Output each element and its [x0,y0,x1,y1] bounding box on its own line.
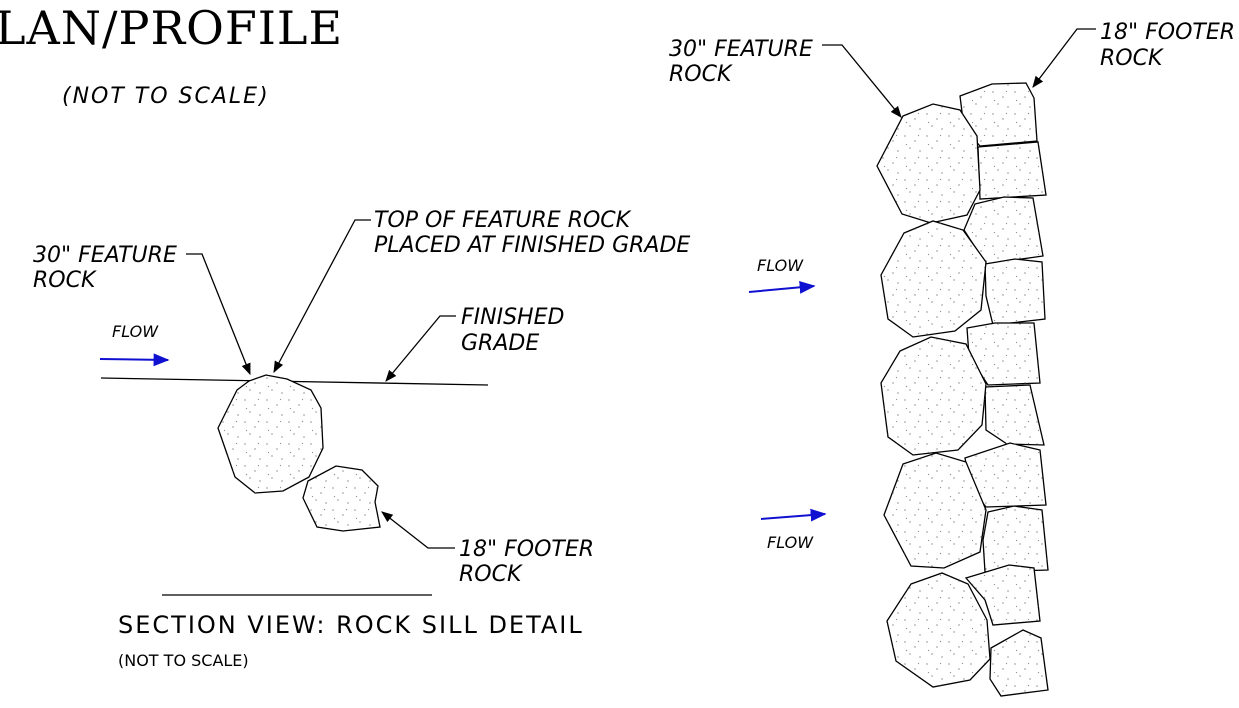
section-grade-leader [385,315,456,382]
section-grade-label-line2: GRADE [461,331,539,356]
section-feature-rock-label-line2: ROCK [33,268,97,293]
plan-flow-arrow-top [748,280,816,294]
section-flow-label: FLOW [112,322,159,341]
section-view: 30" FEATURE ROCK TOP OF FEATURE ROCK PLA… [33,208,690,670]
section-top-label-line2: PLACED AT FINISHED GRADE [374,233,690,258]
section-top-leader [273,219,371,374]
plan-feature-rock-label-line1: 30" FEATURE [669,37,813,62]
plan-flow-label-top: FLOW [757,256,804,275]
plan-feature-rock-leader [822,44,902,118]
finished-grade-line [100,377,489,386]
plan-footer-rock-label-line1: 18" FOOTER [1100,20,1235,45]
feature-rocks-stipple [877,104,990,687]
section-footer-rock-stipple [303,466,380,531]
section-flow-arrow [99,353,170,367]
plan-flow-label-bottom: FLOW [767,533,814,552]
section-feature-rock-leader [186,253,251,376]
plan-feature-rock-label-line2: ROCK [669,62,733,87]
plan-subtitle: (NOT TO SCALE) [62,84,270,109]
plan-title: LAN/PROFILE [0,1,343,55]
plan-flow-arrow-bottom [760,508,827,522]
section-grade-label-line1: FINISHED [461,305,564,330]
section-footer-rock-label-line1: 18" FOOTER [459,537,594,562]
section-footer-rock-leader [381,511,455,549]
section-feature-rock-stipple [218,375,323,493]
section-feature-rock-label-line1: 30" FEATURE [33,243,177,268]
footer-rocks-stipple [960,83,1048,696]
section-title: SECTION VIEW: ROCK SILL DETAIL [118,611,584,639]
section-top-label-line1: TOP OF FEATURE ROCK [374,208,632,233]
plan-footer-rock-label-line2: ROCK [1100,46,1164,71]
plan-footer-rock-leader [1032,28,1096,88]
section-footer-rock-label-line2: ROCK [459,562,523,587]
plan-view: 30" FEATURE ROCK 18" FOOTER ROCK FLOW FL… [669,20,1235,697]
section-subtitle: (NOT TO SCALE) [118,651,249,670]
